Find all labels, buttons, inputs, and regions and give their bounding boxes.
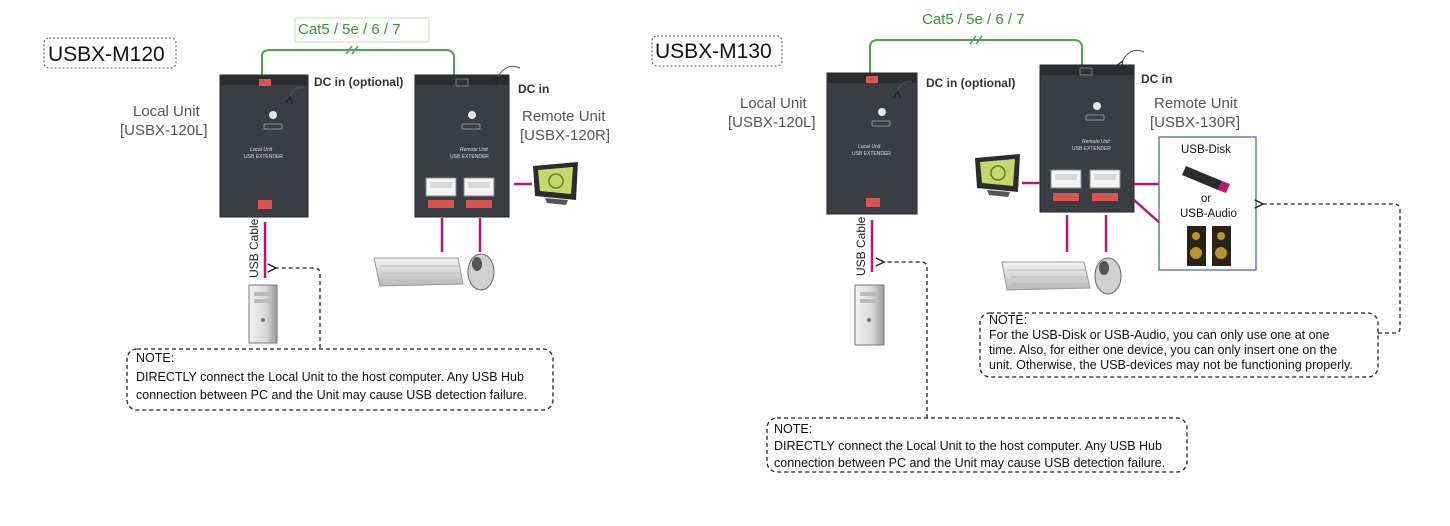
system-title: USBX-M130: [655, 40, 772, 63]
remote-unit-device: Remote Unit USB EXTENDER: [1039, 64, 1135, 213]
host-note-pointer: [883, 262, 928, 418]
local-unit-model: [USBX-120L]: [728, 114, 816, 131]
svg-text:USB EXTENDER: USB EXTENDER: [450, 154, 489, 160]
svg-text:USB EXTENDER: USB EXTENDER: [852, 151, 891, 157]
dc-arrow-icon: [290, 87, 305, 98]
dc-in-label-local: DC in (optional): [314, 75, 403, 89]
host-note-line-1: DIRECTLY connect the Local Unit to the h…: [774, 439, 1162, 453]
cable-break-mark: [969, 35, 977, 45]
cable-label: Cat5 / 5e / 6 / 7: [298, 21, 401, 38]
note-line-1: DIRECTLY connect the Local Unit to the h…: [136, 370, 524, 384]
svg-text:USB EXTENDER: USB EXTENDER: [1072, 146, 1111, 152]
note-line-2: connection between PC and the Unit may c…: [136, 388, 527, 402]
svg-text:Remote Unit: Remote Unit: [1082, 139, 1110, 145]
local-unit-device: Local Unit USB EXTENDER: [219, 74, 309, 218]
rj45-port-icon: [866, 76, 878, 83]
dc-arrow-icon: [898, 81, 913, 92]
remote-unit-label: Remote Unit: [522, 108, 606, 125]
remote-unit-model: [USBX-130R]: [1150, 114, 1240, 131]
title-frame: [651, 35, 783, 67]
touch-monitor-icon: [533, 162, 578, 205]
led-icon: [878, 108, 886, 116]
usb-b-port-icon: [258, 200, 272, 209]
device-note-line-1: For the USB-Disk or USB-Audio, you can o…: [989, 328, 1329, 342]
mouse-icon: [1094, 257, 1122, 295]
device-note-heading: NOTE:: [989, 313, 1027, 327]
cat-cable: [869, 39, 1083, 74]
usb-cable-label: USB Cable: [247, 218, 261, 278]
title-frame: [43, 37, 177, 69]
touch-monitor-icon: [975, 154, 1020, 197]
rj45-port-icon: [1079, 67, 1093, 76]
usb-disk-icon: [1182, 166, 1230, 193]
system-usbx-m130: USBX-M130 Cat5 / 5e / 6 / 7 Local Unit U…: [651, 11, 1401, 473]
cable-break-mark: [345, 45, 353, 55]
mouse-icon: [467, 253, 495, 291]
local-unit-model: [USBX-120L]: [120, 122, 208, 139]
usb-b-port-icon: [866, 198, 880, 207]
host-note-box: [766, 417, 1188, 473]
device-note-line-2: time. Also, for either one device, you c…: [989, 343, 1337, 357]
remote-unit-label: Remote Unit: [1154, 95, 1238, 112]
system-title: USBX-M120: [48, 43, 165, 66]
pc-tower-icon: [854, 284, 885, 346]
usb-disk-label: USB-Disk: [1181, 144, 1231, 156]
keyboard-icon: [1001, 261, 1091, 291]
led-icon: [269, 111, 277, 119]
cable-label: Cat5 / 5e / 6 / 7: [922, 11, 1025, 28]
usb-device-box: [1158, 136, 1257, 271]
remote-unit-model: [USBX-120R]: [520, 127, 610, 144]
dc-arrow-icon: [497, 65, 521, 78]
note-box: [126, 348, 554, 411]
rj45-port-icon: [455, 78, 469, 87]
local-unit-label: Local Unit: [740, 95, 808, 112]
device-note-pointer: [1262, 204, 1401, 334]
device-note-box: [979, 312, 1379, 378]
note-heading: NOTE:: [136, 351, 174, 365]
svg-text:USB EXTENDER: USB EXTENDER: [244, 154, 283, 160]
led-icon: [468, 111, 476, 119]
svg-text:Local Unit: Local Unit: [250, 147, 273, 153]
host-note-line-2: connection between PC and the Unit may c…: [774, 456, 1165, 470]
cat-cable: [261, 49, 455, 76]
local-unit-label: Local Unit: [133, 103, 201, 120]
speakers-icon: [1187, 226, 1231, 266]
device-note-line-3: unit. Otherwise, the USB-devices may not…: [989, 358, 1353, 372]
dc-in-label-remote: DC in: [1141, 72, 1172, 86]
dc-arrow-icon: [1122, 49, 1145, 62]
usb-audio-label: USB-Audio: [1180, 208, 1237, 220]
remote-unit-device: Remote Unit USB EXTENDER: [414, 74, 510, 218]
dc-in-label-remote: DC in: [518, 82, 549, 96]
dc-in-label-local: DC in (optional): [926, 76, 1015, 90]
note-pointer: [275, 268, 321, 348]
local-unit-device: Local Unit USB EXTENDER: [826, 72, 918, 215]
or-label: or: [1201, 193, 1211, 205]
svg-text:Remote Unit: Remote Unit: [460, 147, 488, 153]
led-icon: [1093, 102, 1101, 110]
host-note-heading: NOTE:: [774, 422, 812, 436]
usb-cable-label: USB Cable: [854, 216, 868, 276]
pc-tower-icon: [248, 284, 278, 344]
keyboard-icon: [373, 257, 464, 287]
rj45-port-icon: [259, 79, 271, 86]
system-usbx-m120: USBX-M120 Cat5 / 5e / 6 / 7 Local Unit U…: [43, 17, 610, 411]
cable-label-box: [294, 17, 430, 43]
svg-text:Local Unit: Local Unit: [858, 144, 881, 150]
